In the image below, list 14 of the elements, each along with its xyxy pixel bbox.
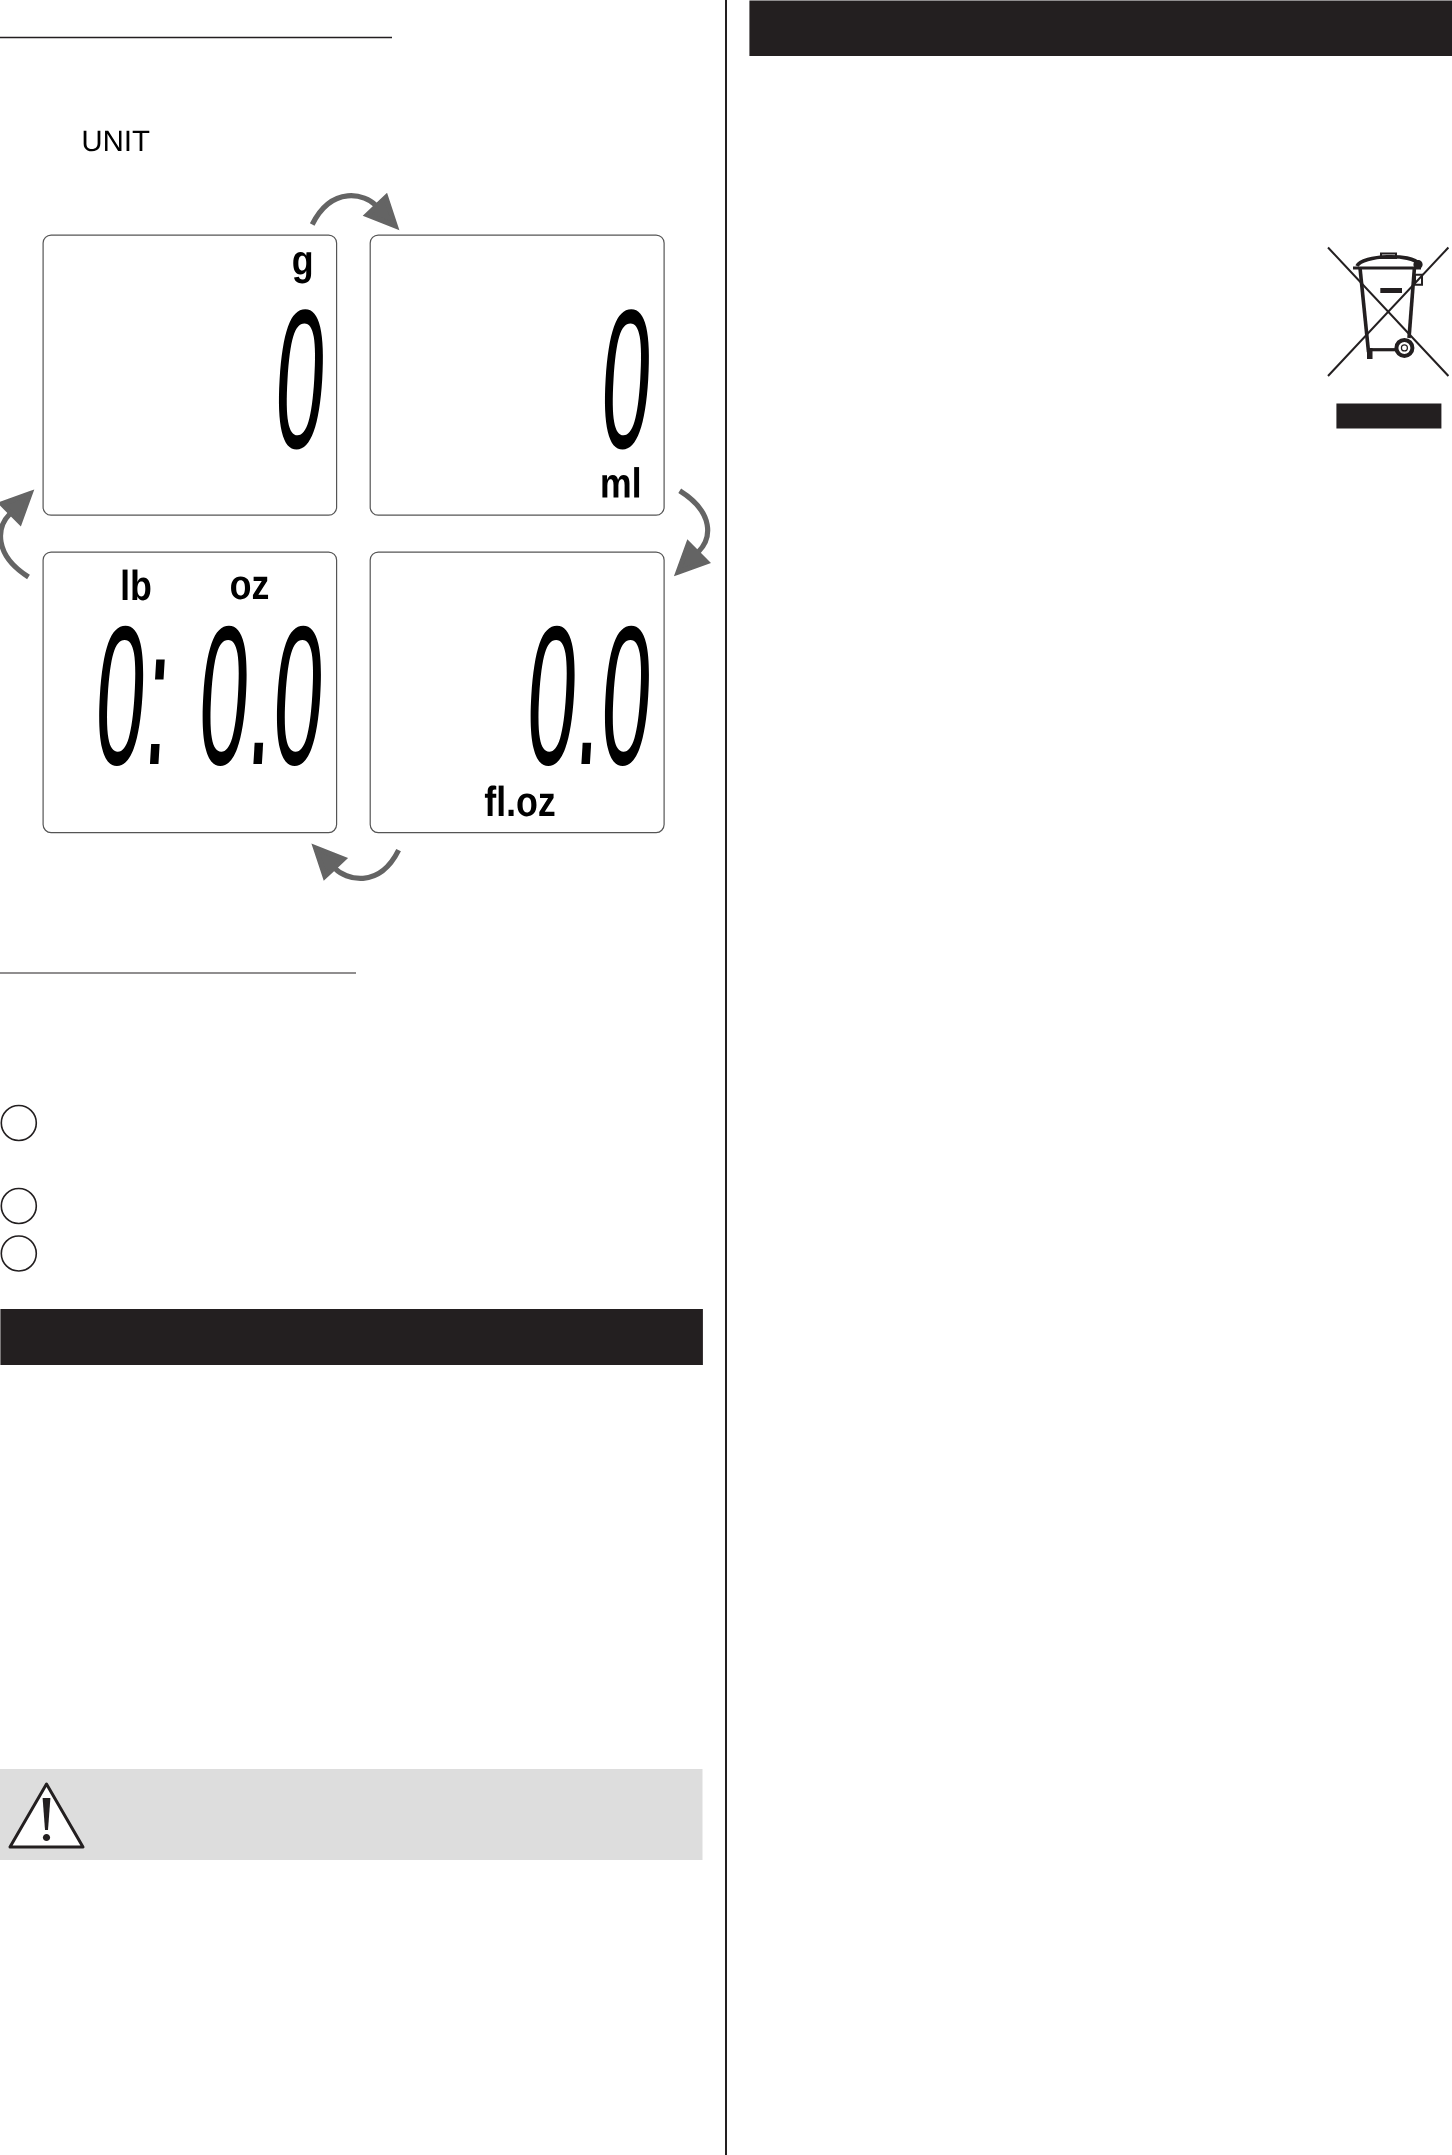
unit-label: oz — [231, 576, 269, 600]
unit-label: fl.oz — [484, 785, 555, 817]
digit-readout: 0 — [604, 309, 649, 450]
unit-label: g — [293, 251, 312, 284]
key-label: UNIT — [83, 130, 150, 152]
digit-readout: 0.0 — [202, 625, 321, 766]
heading-bar — [749, 0, 1452, 56]
digit-readout: 0: — [99, 625, 165, 766]
digit-readout: 0 — [278, 309, 323, 450]
digit-readout: 0.0 — [530, 625, 649, 766]
unit-label: ml — [602, 467, 640, 498]
label-bar — [1336, 403, 1442, 429]
unit-label: lb — [122, 569, 151, 601]
heading-bar — [0, 1308, 703, 1365]
